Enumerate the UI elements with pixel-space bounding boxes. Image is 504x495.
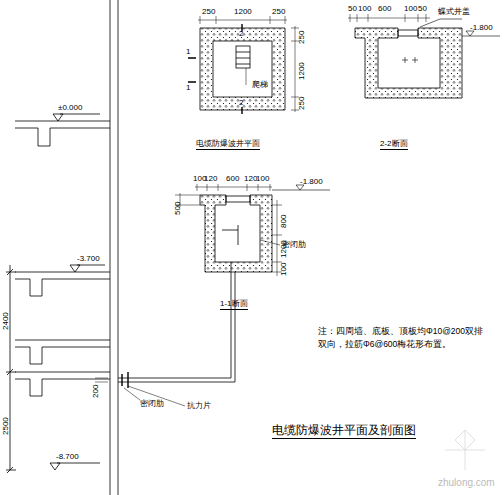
view-title: 电缆防爆波井平面 <box>196 140 260 150</box>
dimension-label: 2 <box>239 30 243 38</box>
note-text: 注：四周墙、底板、顶板均Φ10@200双排双向，拉筋Φ6@600梅花形布置。 <box>318 325 490 351</box>
dimension-label: 100 <box>256 175 269 183</box>
section-1-1 <box>175 184 330 276</box>
dimension-label: 250 <box>272 8 285 16</box>
cable-pipe <box>95 262 235 406</box>
dimension-label: 100 <box>280 263 288 276</box>
dimension-label: 50 <box>348 5 357 13</box>
dimension-label: 密闭肋 <box>140 400 164 408</box>
dimension-label: -1.800 <box>470 24 493 32</box>
watermark: zhulong.com <box>438 478 495 488</box>
zhulong-mark <box>445 430 485 470</box>
building <box>6 0 118 495</box>
dimension-label: 2 <box>239 99 243 107</box>
dimension-label: -8.700 <box>56 453 79 461</box>
dimension-label: 250 <box>298 97 306 110</box>
view-title: 1-1断面 <box>220 300 248 310</box>
dimension-label: -3.700 <box>77 255 100 263</box>
dimension-label: 抗力片 <box>187 402 211 410</box>
dimension-label: 爬梯 <box>252 81 268 89</box>
plan-view <box>188 16 299 114</box>
dimension-label: 1 <box>186 84 190 92</box>
dimension-label: 250 <box>298 31 306 44</box>
dimension-label: 1200 <box>298 62 306 80</box>
dimension-label: 600 <box>226 175 239 183</box>
dimension-label: 200 <box>92 385 100 398</box>
dimension-label: 600 <box>378 5 391 13</box>
dimension-label: 蝶式井盖 <box>438 8 470 16</box>
dimension-label: 800 <box>280 215 288 228</box>
view-title: 2-2断面 <box>380 140 408 150</box>
dimension-label: 密闭肋 <box>282 241 306 249</box>
dimension-label: 120 <box>204 175 217 183</box>
dimension-label: ±0.000 <box>58 104 82 112</box>
dimension-label: -1.800 <box>300 178 323 186</box>
dimension-label: 2500 <box>2 417 10 435</box>
dimension-label: 50 <box>418 5 427 13</box>
dimension-label: 500 <box>174 202 182 215</box>
dimension-label: 2400 <box>2 312 10 330</box>
dimension-label: 120 <box>244 175 257 183</box>
section-2-2 <box>348 14 500 98</box>
dimension-label: 100 <box>404 5 417 13</box>
dimension-label: 1 <box>186 48 190 56</box>
dimension-label: 250 <box>202 8 215 16</box>
dimension-label: 100 <box>358 5 371 13</box>
drawing-title: 电缆防爆波井平面及剖面图 <box>272 424 416 439</box>
dimension-label: 1200 <box>234 8 252 16</box>
